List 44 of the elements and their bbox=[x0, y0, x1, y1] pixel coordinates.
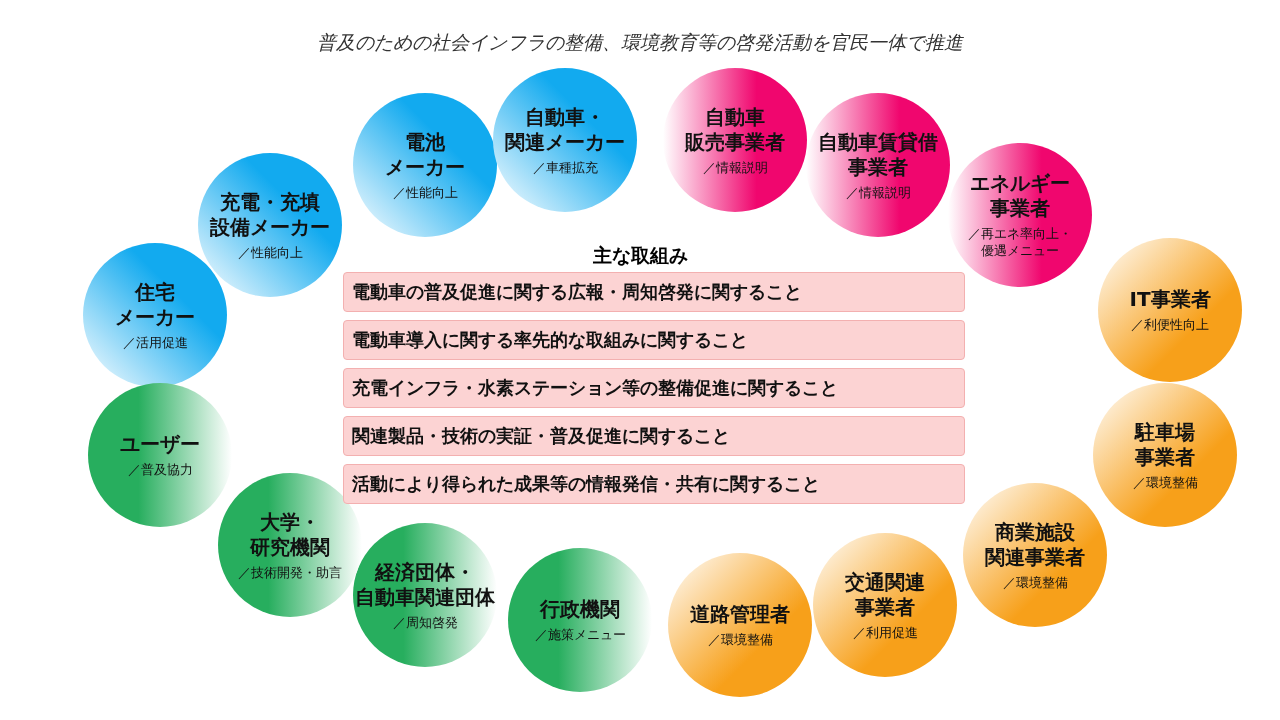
stakeholder-name: 行政機関 bbox=[540, 597, 620, 622]
action-item-box bbox=[343, 272, 965, 312]
item-text: 電動車導入に関する率先的な取組みに関すること bbox=[352, 329, 748, 352]
role-text: ／施策メニュー bbox=[534, 626, 626, 643]
action-item-box bbox=[343, 368, 965, 408]
role-text: ／情報説明 bbox=[845, 183, 911, 201]
role-text: ／技術開発・助言 bbox=[238, 563, 342, 581]
stakeholder-name: 駐車場事業者 bbox=[1135, 419, 1195, 470]
role-text: ／再エネ率向上・優遇メニュー bbox=[968, 225, 1072, 259]
action-item-box bbox=[343, 464, 965, 504]
stakeholder-name: 自動車賃貸借事業者 bbox=[818, 129, 938, 180]
stakeholder-name: 道路管理者 bbox=[690, 602, 790, 627]
role-text: ／活用促進 bbox=[122, 333, 188, 351]
role-text: ／利用促進 bbox=[852, 623, 918, 641]
stakeholder-name: ユーザー bbox=[120, 432, 200, 457]
stakeholder-name: 住宅メーカー bbox=[115, 279, 195, 330]
role-text: ／環境整備 bbox=[1002, 573, 1068, 591]
role-text: ／情報説明 bbox=[702, 158, 768, 176]
action-item-box bbox=[343, 416, 965, 456]
stakeholder-name: 自動車販売事業者 bbox=[685, 104, 785, 155]
stakeholder-name: エネルギー事業者 bbox=[970, 171, 1070, 221]
section-heading: 主な取組み bbox=[591, 243, 689, 268]
role-text: ／性能向上 bbox=[237, 243, 303, 261]
stakeholder-name: 電池メーカー bbox=[385, 129, 465, 180]
role-text: ／環境整備 bbox=[707, 631, 773, 648]
stakeholder-name: 充電・充填設備メーカー bbox=[210, 189, 330, 240]
item-text: 電動車の普及促進に関する広報・周知啓発に関すること bbox=[352, 281, 802, 304]
role-text: ／周知啓発 bbox=[392, 613, 458, 631]
role-text: ／利便性向上 bbox=[1131, 316, 1209, 333]
stakeholder-name: 大学・研究機関 bbox=[250, 509, 330, 560]
stakeholder-name: IT事業者 bbox=[1129, 287, 1211, 312]
stakeholder-name: 交通関連事業者 bbox=[845, 569, 925, 620]
role-text: ／性能向上 bbox=[392, 183, 458, 201]
item-text: 充電インフラ・水素ステーション等の整備促進に関すること bbox=[352, 377, 838, 400]
diagram-title: 普及のための社会インフラの整備、環境教育等の啓発活動を官民一体で推進 bbox=[316, 31, 965, 55]
action-item-box bbox=[343, 320, 965, 360]
stakeholder-name: 商業施設関連事業者 bbox=[985, 519, 1085, 570]
item-text: 関連製品・技術の実証・普及促進に関すること bbox=[352, 425, 730, 448]
stakeholder-name: 自動車・関連メーカー bbox=[505, 104, 625, 155]
item-text: 活動により得られた成果等の情報発信・共有に関すること bbox=[352, 473, 820, 496]
role-text: ／環境整備 bbox=[1132, 473, 1198, 491]
role-text: ／普及協力 bbox=[127, 461, 193, 478]
stakeholder-name: 経済団体・自動車関連団体 bbox=[355, 559, 495, 610]
role-text: ／車種拡充 bbox=[532, 158, 598, 176]
